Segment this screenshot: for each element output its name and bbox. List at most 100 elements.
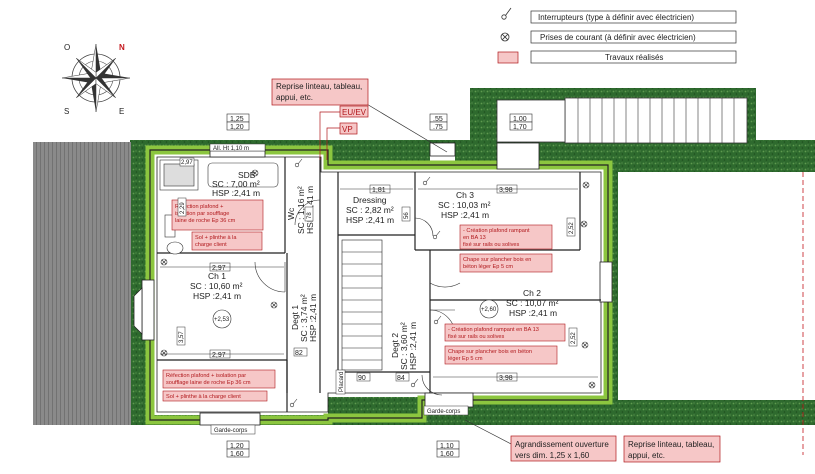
switch-icon bbox=[501, 7, 512, 20]
note-sdb-ceiling-3: laine de roche Ep 36 cm bbox=[175, 218, 236, 224]
switch-icon bbox=[289, 398, 298, 408]
dim-56: 56 bbox=[404, 212, 410, 219]
compass-e: E bbox=[119, 107, 124, 116]
neighbour-building bbox=[618, 172, 815, 400]
callout-eu-ev bbox=[339, 105, 369, 118]
switch-icon bbox=[410, 378, 419, 388]
room-ch2-name: Ch 2 bbox=[523, 288, 541, 298]
interior-staircase bbox=[341, 239, 383, 371]
dim-top-right-b: 1,70 bbox=[513, 124, 527, 131]
callout-agrandissement-1: Agrandissement ouverture bbox=[515, 440, 609, 449]
note-ch1-floor bbox=[162, 390, 268, 402]
dim-297-bottom: 2,97 bbox=[212, 352, 226, 359]
callout-agrandissement bbox=[510, 435, 617, 462]
outlet-icon bbox=[500, 32, 510, 42]
dimensions: 1,25 1,20 .55 .75 1,00 1,70 All. Ht 1,10… bbox=[160, 113, 598, 458]
dim-top-right-a: 1,00 bbox=[513, 116, 527, 123]
window-openings bbox=[133, 142, 613, 426]
callout-agrandissement-2: vers dim. 1,25 x 1,60 bbox=[515, 451, 590, 460]
note-ch1-ceiling-2: soufflage laine de roche Ep 36 cm bbox=[166, 380, 251, 386]
outlet-icon bbox=[588, 381, 596, 389]
dim-82: 82 bbox=[295, 350, 303, 357]
note-sdb-floor bbox=[191, 231, 263, 251]
note-ch3-ceiling bbox=[459, 224, 553, 250]
switch-icon bbox=[294, 158, 303, 168]
note-ch2-ceiling-1: - Création plafond rampant en BA 13 bbox=[448, 327, 539, 333]
outdoor-stairs bbox=[496, 97, 748, 144]
dim-bot-mid-b: 1,60 bbox=[440, 451, 454, 458]
room-degt2-sc: SC : 3,60 m² bbox=[399, 322, 409, 370]
note-sdb-floor-1: Sol + plinthe à la bbox=[195, 235, 237, 241]
note-sdb-ceiling-1: Réfection plafond + bbox=[175, 204, 223, 210]
note-ch3-ceiling-1: - Création plafond rampant bbox=[463, 228, 530, 234]
room-ch2-hsp: HSP :2,41 m bbox=[509, 308, 557, 318]
room-degt2-name: Degt 2 bbox=[390, 333, 400, 358]
callout-reprise-bottom bbox=[623, 435, 721, 463]
height-marker-253: +2,53 bbox=[212, 309, 232, 329]
electrical-symbols bbox=[160, 158, 596, 408]
compass-s: S bbox=[64, 107, 69, 116]
note-sdb-ceiling bbox=[171, 199, 264, 231]
room-ch3-name: Ch 3 bbox=[456, 190, 474, 200]
compass-n: N bbox=[119, 43, 125, 52]
switch-icon bbox=[422, 176, 431, 186]
room-dressing-sc: SC : 2,82 m² bbox=[346, 205, 394, 215]
switch-icon bbox=[433, 315, 442, 325]
dim-398-bottom: 3,98 bbox=[499, 375, 513, 382]
dim-placard: Placard bbox=[339, 372, 345, 392]
dim-252b: 2,52 bbox=[571, 332, 577, 344]
switch-icon bbox=[432, 230, 441, 240]
outlet-icon bbox=[160, 258, 168, 266]
callout-eu-ev-label: EU/EV bbox=[342, 108, 367, 117]
compass-rose-icon: N O S E bbox=[61, 43, 131, 116]
outlet-icon bbox=[160, 349, 168, 357]
room-sdb-sc: SC : 7,00 m² bbox=[212, 179, 260, 189]
room-sdb-name: SDB bbox=[238, 170, 256, 180]
room-dressing-hsp: HSP :2,41 m bbox=[346, 215, 394, 225]
room-degt1-hsp: HSP :2,41 m bbox=[308, 294, 318, 342]
svg-text:+2,53: +2,53 bbox=[214, 317, 230, 323]
note-ch3-floor-1: Chape sur plancher bois en bbox=[463, 257, 531, 263]
room-ch3-sc: SC : 10,03 m² bbox=[438, 200, 491, 210]
note-ch2-floor-1: Chape sur plancher bois en béton bbox=[448, 349, 532, 355]
room-dressing-name: Dressing bbox=[353, 195, 387, 205]
callout-reprise-top bbox=[271, 78, 369, 106]
note-ch2-ceiling-2: fixé sur rails ou solives bbox=[448, 334, 504, 340]
room-sdb-hsp: HSP :2,41 m bbox=[212, 188, 260, 198]
dim-78: 78 bbox=[307, 212, 313, 219]
room-degt2: Degt 2 SC : 3,60 m² HSP :2,41 m bbox=[390, 322, 418, 370]
room-degt1-name: Degt 1 bbox=[290, 305, 300, 330]
room-degt2-hsp: HSP :2,41 m bbox=[408, 322, 418, 370]
outlet-icon bbox=[582, 181, 590, 189]
dim-all-ht: All. Ht 1,10 m bbox=[213, 146, 249, 152]
dim-bot-left-b: 1,60 bbox=[230, 451, 244, 458]
room-ch1-sc: SC : 10,60 m² bbox=[190, 281, 243, 291]
dim-bot-left-a: 1,20 bbox=[230, 443, 244, 450]
legend-switch-box bbox=[530, 10, 737, 24]
note-ch2-floor-2: léger Ep 5 cm bbox=[448, 356, 483, 362]
outlet-icon bbox=[270, 301, 278, 309]
notes: Réfection plafond + isolation par souffl… bbox=[162, 199, 566, 402]
note-ch1-ceiling-1: Réfection plafond + isolation par bbox=[166, 373, 246, 379]
note-ch3-floor bbox=[459, 253, 553, 273]
room-ch3-hsp: HSP :2,41 m bbox=[441, 210, 489, 220]
room-ch1-hsp: HSP :2,41 m bbox=[193, 291, 241, 301]
outlet-icon bbox=[251, 169, 259, 177]
note-ch3-ceiling-3: fixé sur rails ou solives bbox=[463, 242, 519, 248]
callout-reprise-bottom-2: appui, etc. bbox=[628, 451, 665, 460]
note-sdb-ceiling-2: isolation par soufflage bbox=[175, 211, 229, 217]
note-sdb-floor-2: charge client bbox=[195, 242, 227, 248]
height-marker-260: +2,60 bbox=[479, 299, 499, 319]
room-ch1-name: Ch 1 bbox=[208, 271, 226, 281]
room-degt1-sc: SC : 3,74 m² bbox=[299, 294, 309, 342]
room-wc-sc: SC : 1,16 m² bbox=[296, 186, 306, 234]
dim-top-left-b: 1,20 bbox=[230, 124, 244, 131]
callout-reprise-top-1: Reprise linteau, tableau, bbox=[276, 82, 362, 91]
dim-297-top: 2,97 bbox=[212, 265, 226, 272]
dim-398-top: 3,98 bbox=[499, 187, 513, 194]
callout-reprise-top-2: appui, etc. bbox=[276, 93, 313, 102]
svg-text:+2,60: +2,60 bbox=[481, 307, 497, 313]
outlet-icon bbox=[581, 341, 589, 349]
neighbour-roof bbox=[33, 142, 131, 425]
